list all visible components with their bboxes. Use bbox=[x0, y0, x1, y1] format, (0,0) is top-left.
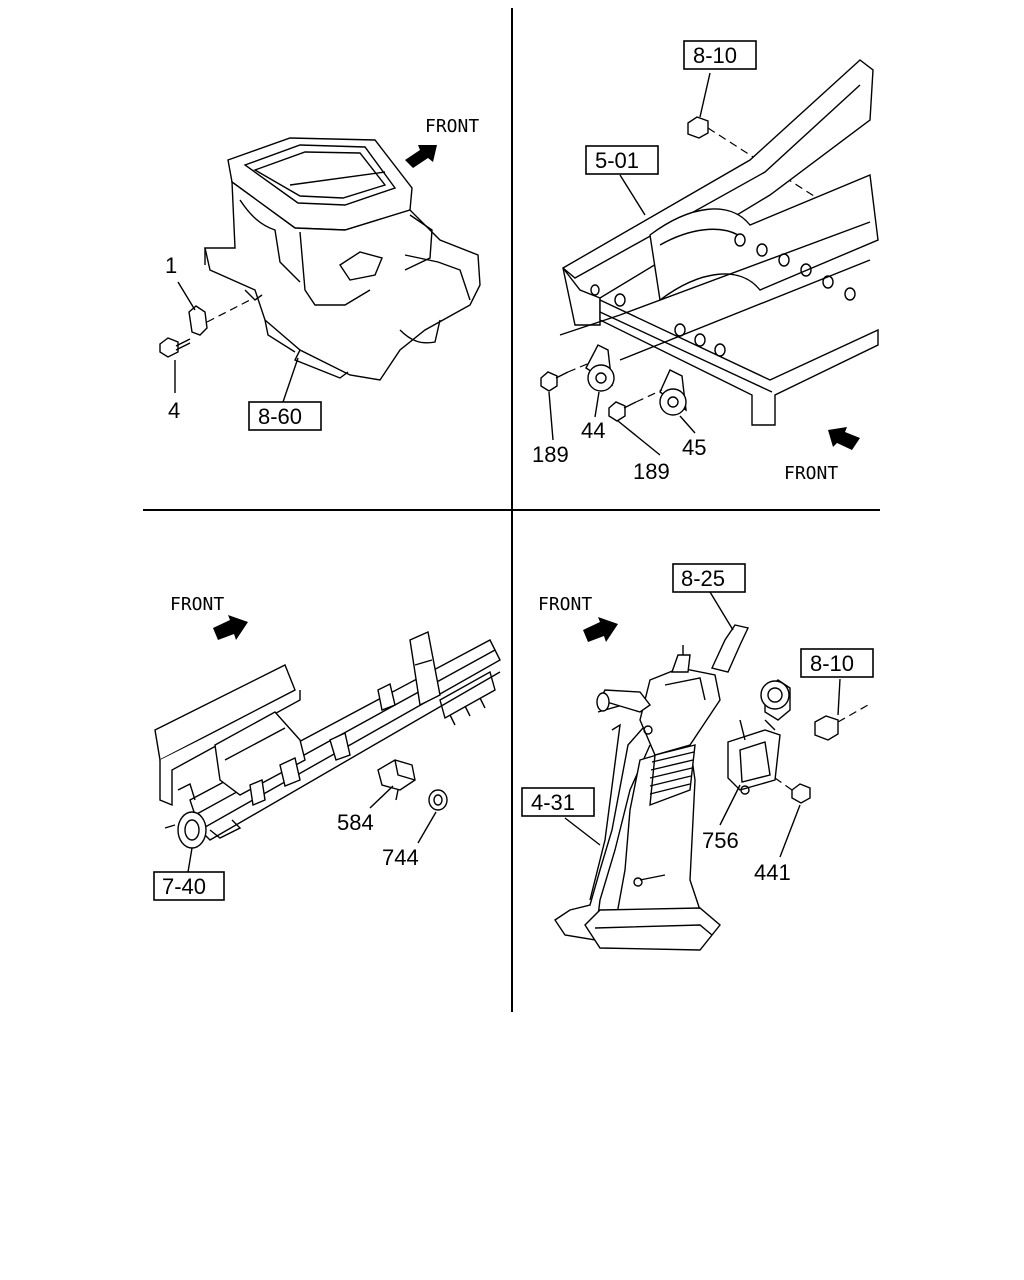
front-arrow-icon bbox=[583, 617, 618, 642]
reference-label: 5-01 bbox=[595, 148, 639, 173]
quadrant-bottom-right: FRONT 8-25 8-10 4-31 bbox=[521, 563, 874, 951]
connector-part bbox=[814, 715, 839, 741]
part-number-label: 189 bbox=[633, 459, 670, 484]
reference-label: 8-10 bbox=[810, 651, 854, 676]
reference-box bbox=[248, 401, 322, 431]
chassis-frame-drawing bbox=[559, 59, 879, 426]
reference-box bbox=[683, 40, 757, 70]
part-number-label: 584 bbox=[337, 810, 374, 835]
bolt-part bbox=[791, 783, 811, 804]
part-number-label: 45 bbox=[682, 435, 706, 460]
bolt-part bbox=[540, 371, 558, 392]
part-number-label: 4 bbox=[168, 398, 180, 423]
horn-part bbox=[585, 344, 615, 392]
reference-box bbox=[521, 787, 595, 817]
front-label: FRONT bbox=[784, 463, 838, 484]
nut-part bbox=[428, 789, 448, 811]
front-arrow-icon bbox=[213, 615, 248, 640]
quadrant-top-right: 8-10 5-01 bbox=[532, 40, 879, 484]
reference-label: 8-10 bbox=[693, 43, 737, 68]
part-number-label: 44 bbox=[581, 418, 605, 443]
quadrant-top-left: FRONT bbox=[159, 116, 481, 431]
connector-part bbox=[687, 116, 709, 139]
bolt-part bbox=[608, 401, 626, 422]
part-number-label: 441 bbox=[754, 860, 791, 885]
reference-box bbox=[153, 871, 225, 901]
front-label: FRONT bbox=[538, 594, 592, 615]
reference-box bbox=[672, 563, 746, 593]
front-label: FRONT bbox=[425, 116, 479, 137]
horn-part bbox=[659, 369, 687, 416]
reference-box bbox=[800, 648, 874, 678]
reference-box bbox=[585, 145, 659, 175]
relay-part bbox=[377, 759, 416, 801]
reference-label: 8-25 bbox=[681, 566, 725, 591]
part-number-label: 756 bbox=[702, 828, 739, 853]
screw-part bbox=[159, 337, 179, 358]
steering-column-drawing bbox=[554, 624, 791, 951]
part-number-label: 744 bbox=[382, 845, 419, 870]
front-arrow-icon bbox=[405, 145, 437, 168]
front-label: FRONT bbox=[170, 594, 224, 615]
clip-part bbox=[188, 305, 208, 336]
reference-label: 4-31 bbox=[531, 790, 575, 815]
hvac-unit-drawing bbox=[204, 137, 481, 381]
reference-label: 8-60 bbox=[258, 404, 302, 429]
cross-beam-drawing bbox=[154, 631, 501, 849]
front-arrow-icon bbox=[828, 427, 860, 450]
quadrant-bottom-left: FRONT bbox=[153, 594, 501, 901]
part-number-label: 189 bbox=[532, 442, 569, 467]
reference-label: 7-40 bbox=[162, 874, 206, 899]
part-number-label: 1 bbox=[165, 253, 177, 278]
